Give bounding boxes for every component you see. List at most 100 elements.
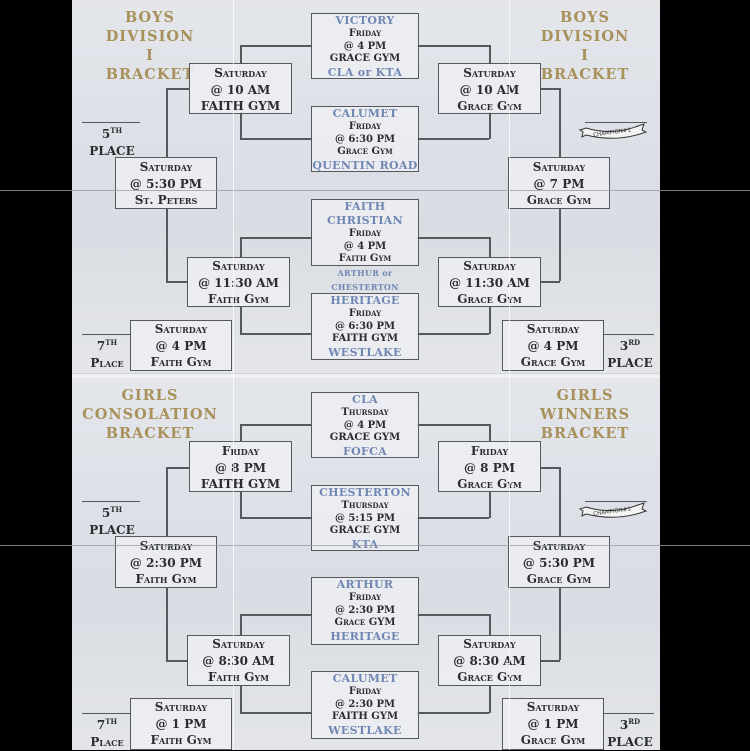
place-rule xyxy=(604,713,654,714)
game-time: @ 8 PM xyxy=(463,460,515,475)
team-top: CALUMET xyxy=(332,672,398,685)
game-box-left-fifth[interactable]: Saturday @ 2:30 PM Faith Gym xyxy=(115,536,217,588)
team-bottom: KTA xyxy=(351,537,379,551)
game-gym: FAITH GYM xyxy=(331,333,399,344)
game-day: Saturday xyxy=(463,66,516,80)
rank-suffix: TH xyxy=(110,505,123,514)
game-box-left-fifth[interactable]: Saturday @ 5:30 PM St. Peters xyxy=(115,157,217,209)
connector xyxy=(166,467,168,537)
team-top: FAITH CHRISTIAN xyxy=(327,200,403,227)
team-bottom: ARTHUR or CHESTERTON xyxy=(331,267,399,292)
game-box-left-semi-2[interactable]: Saturday @ 11:30 AM Faith Gym xyxy=(187,257,290,307)
team-top: CLA xyxy=(352,393,378,406)
place-word: PLACE xyxy=(607,356,653,370)
game-box-calumet[interactable]: CALUMET Friday @ 6:30 PM Grace Gym QUENT… xyxy=(311,106,419,172)
connector xyxy=(559,467,561,537)
game-box-faith-christian[interactable]: FAITH CHRISTIAN Friday @ 4 PM Faith Gym … xyxy=(311,199,419,292)
game-day: Friday xyxy=(348,308,382,319)
champion-banner-icon: CHAMPION#1 xyxy=(578,502,648,518)
game-day: Saturday xyxy=(139,539,193,553)
place-rule xyxy=(585,501,647,502)
connector xyxy=(240,614,312,616)
place-rule xyxy=(604,334,654,335)
game-box-calumet-girls[interactable]: CALUMET Friday @ 2:30 PM FAITH GYM WESTL… xyxy=(311,671,419,739)
game-time: @ 10 AM xyxy=(210,82,271,97)
place-word: Place xyxy=(90,735,124,749)
game-time: @ 2:30 PM xyxy=(334,698,396,710)
team-bottom: QUENTIN ROAD xyxy=(312,158,418,172)
connector xyxy=(166,208,168,281)
game-day: Thursday xyxy=(341,407,389,418)
title-line: BRACKET xyxy=(105,66,195,83)
game-gym: Faith Gym xyxy=(135,572,197,586)
place-rank: 3RD xyxy=(605,334,655,355)
game-box-left-semi-2[interactable]: Saturday @ 8:30 AM Faith Gym xyxy=(187,635,290,686)
svg-text:CHAMPION#1: CHAMPION#1 xyxy=(593,506,631,517)
connector xyxy=(240,614,242,636)
team-bottom: CLA or KTA xyxy=(327,65,403,79)
team-top: ARTHUR xyxy=(336,578,394,591)
title-line: BOYS xyxy=(560,9,610,26)
game-box-cla[interactable]: CLA Thursday @ 4 PM GRACE GYM FOFCA xyxy=(311,392,419,458)
game-box-right-semi-1[interactable]: Friday @ 8 PM Grace Gym xyxy=(438,441,541,492)
connector xyxy=(240,333,312,335)
game-box-right-third[interactable]: Saturday @ 1 PM Grace Gym xyxy=(502,698,604,750)
game-day: Saturday xyxy=(154,700,208,714)
game-gym: Faith Gym xyxy=(208,670,269,684)
game-box-right-semi-2[interactable]: Saturday @ 8:30 AM Grace Gym xyxy=(438,635,541,686)
game-time: @ 1 PM xyxy=(527,716,579,731)
game-gym: Grace Gym xyxy=(520,733,586,747)
game-box-right-final[interactable]: Saturday @ 5:30 PM Grace Gym xyxy=(508,536,610,588)
connector xyxy=(240,685,242,713)
section-divider xyxy=(72,373,660,378)
place-rank: 3RD xyxy=(605,713,655,734)
game-time: @ 5:15 PM xyxy=(334,512,396,524)
overlay-guide-line xyxy=(0,190,750,191)
connector xyxy=(166,587,168,660)
game-gym: Grace Gym xyxy=(526,572,592,586)
game-box-victory[interactable]: VICTORY Friday @ 4 PM GRACE GYM CLA or K… xyxy=(311,13,419,79)
game-time: @ 6:30 PM xyxy=(334,133,396,145)
game-box-right-semi-2[interactable]: Saturday @ 11:30 AM Grace Gym xyxy=(438,257,541,307)
svg-text:CHAMPION#1: CHAMPION#1 xyxy=(593,127,631,138)
place-rank: 5TH xyxy=(84,501,140,522)
connector xyxy=(240,712,312,714)
game-day: Saturday xyxy=(532,160,586,174)
game-box-left-semi-1[interactable]: Saturday @ 10 AM FAITH GYM xyxy=(189,63,292,114)
game-box-right-final[interactable]: Saturday @ 7 PM Grace Gym xyxy=(508,157,610,209)
connector xyxy=(240,517,312,519)
connector xyxy=(240,237,242,257)
game-gym: Grace Gym xyxy=(337,146,393,157)
game-time: @ 11:30 AM xyxy=(449,275,530,290)
fifth-place-label: 5TH PLACE xyxy=(84,122,140,160)
connector xyxy=(417,424,489,426)
place-rank: 7TH xyxy=(84,334,130,355)
team-top: CHESTERTON xyxy=(319,486,411,499)
game-time: @ 11:30 AM xyxy=(198,275,279,290)
game-gym: St. Peters xyxy=(134,193,198,207)
game-box-chesterton[interactable]: CHESTERTON Thursday @ 5:15 PM GRACE GYM … xyxy=(311,485,419,551)
girls-title-right: GIRLS WINNERS BRACKET xyxy=(535,386,635,443)
connector xyxy=(559,208,561,281)
connector xyxy=(417,333,489,335)
title-line: WINNERS xyxy=(539,406,631,423)
game-box-heritage[interactable]: HERITAGE Friday @ 6:30 PM FAITH GYM WEST… xyxy=(311,293,419,360)
champion-banner-icon: CHAMPION#1 xyxy=(578,123,648,139)
game-box-left-seventh[interactable]: Saturday @ 4 PM Faith Gym xyxy=(130,320,232,371)
game-day: Saturday xyxy=(139,160,193,174)
connector xyxy=(166,660,188,662)
game-day: Friday xyxy=(470,444,509,458)
game-time: @ 2:30 PM xyxy=(129,555,203,570)
game-box-arthur[interactable]: ARTHUR Friday @ 2:30 PM Grace GYM HERITA… xyxy=(311,577,419,645)
third-place-label: 3RD PLACE xyxy=(605,334,655,372)
game-box-left-semi-1[interactable]: Friday @ 8 PM FAITH GYM xyxy=(189,441,292,492)
fifth-place-label: 5TH PLACE xyxy=(84,501,140,539)
connector xyxy=(166,467,190,469)
connector xyxy=(417,45,489,47)
title-line: DIVISION I xyxy=(540,28,630,64)
title-line: CONSOLATION xyxy=(82,406,218,423)
game-box-left-seventh[interactable]: Saturday @ 1 PM Faith Gym xyxy=(130,698,232,750)
game-box-right-third[interactable]: Saturday @ 4 PM Grace Gym xyxy=(502,320,604,371)
game-box-right-semi-1[interactable]: Saturday @ 10 AM Grace Gym xyxy=(438,63,541,114)
game-gym: Grace Gym xyxy=(457,670,522,684)
